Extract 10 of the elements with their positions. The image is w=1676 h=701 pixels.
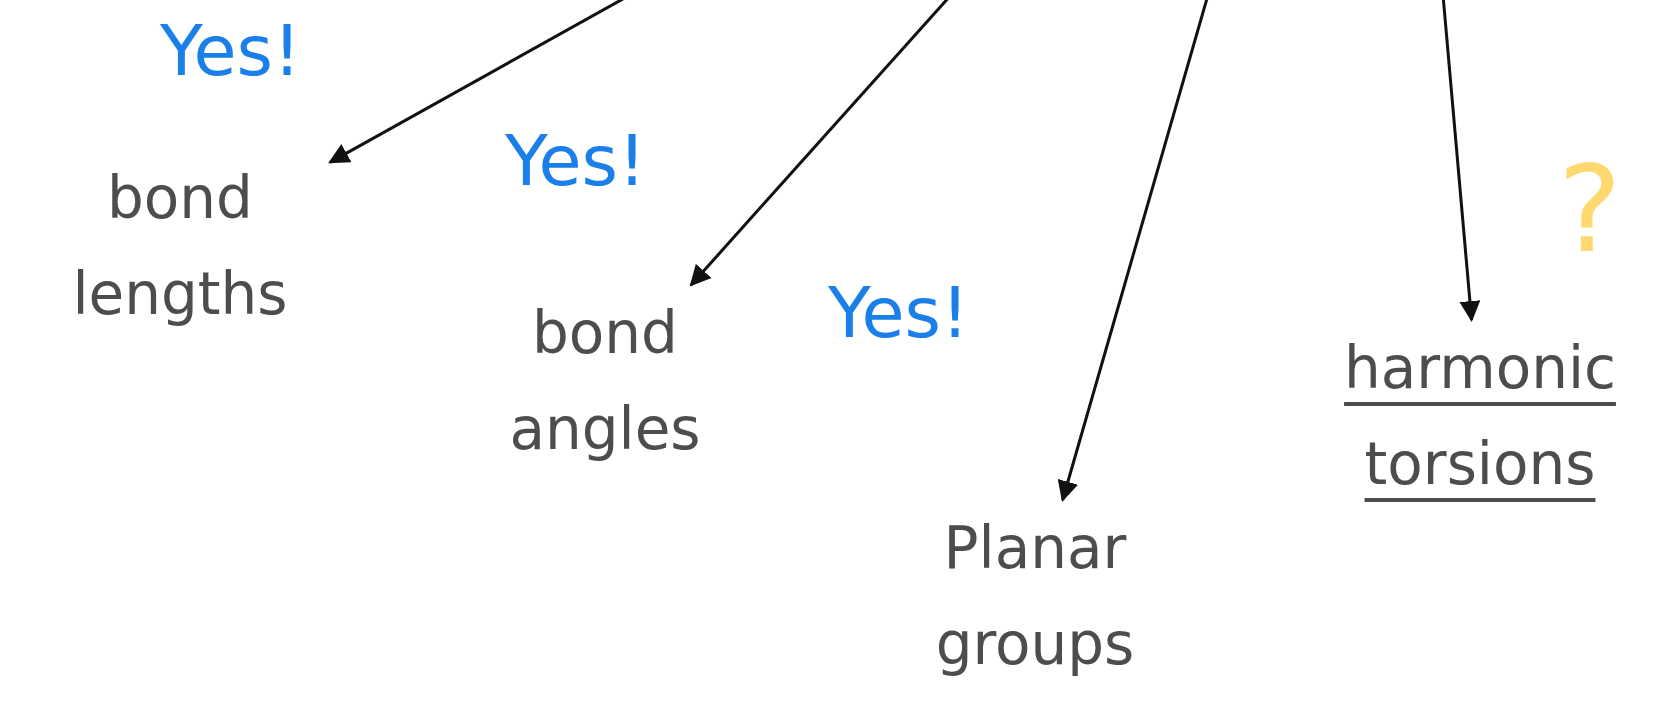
node-label: Planar groups	[934, 513, 1136, 680]
node-label: harmonic torsions	[1343, 333, 1617, 500]
annotation-text: ?	[1558, 140, 1622, 279]
node-label: bond lengths	[71, 163, 289, 330]
node-label: bond angles	[508, 298, 702, 465]
annotation-text: Yes!	[828, 272, 970, 354]
annotation-text: Yes!	[505, 120, 647, 202]
arrow	[1057, 0, 1210, 502]
annotation-text: Yes!	[160, 10, 302, 92]
arrow	[1441, 0, 1481, 323]
